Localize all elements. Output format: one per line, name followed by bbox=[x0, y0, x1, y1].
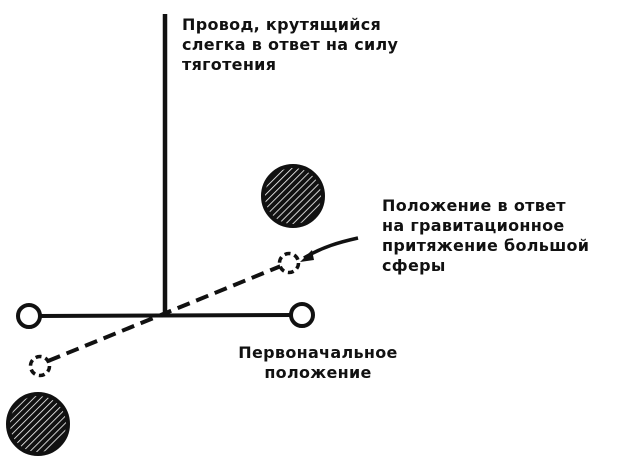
initial-rod bbox=[37, 313, 294, 318]
initial-position-label: Первоначальное положение bbox=[238, 343, 398, 382]
wire-label: Провод, крутящийся слегка в ответ на сил… bbox=[182, 15, 399, 74]
initial-small-sphere-right bbox=[289, 302, 315, 328]
initial-small-sphere-left bbox=[16, 303, 42, 329]
deflected-position-label: Положение в ответ на гравитационное прит… bbox=[382, 196, 590, 275]
large-sphere-lower bbox=[6, 392, 70, 456]
deflected-small-sphere-left bbox=[28, 354, 52, 378]
deflected-small-sphere-right bbox=[277, 251, 301, 275]
deflected-rod bbox=[47, 264, 282, 363]
large-sphere-upper bbox=[261, 164, 325, 228]
arrow-head-icon bbox=[300, 250, 314, 262]
